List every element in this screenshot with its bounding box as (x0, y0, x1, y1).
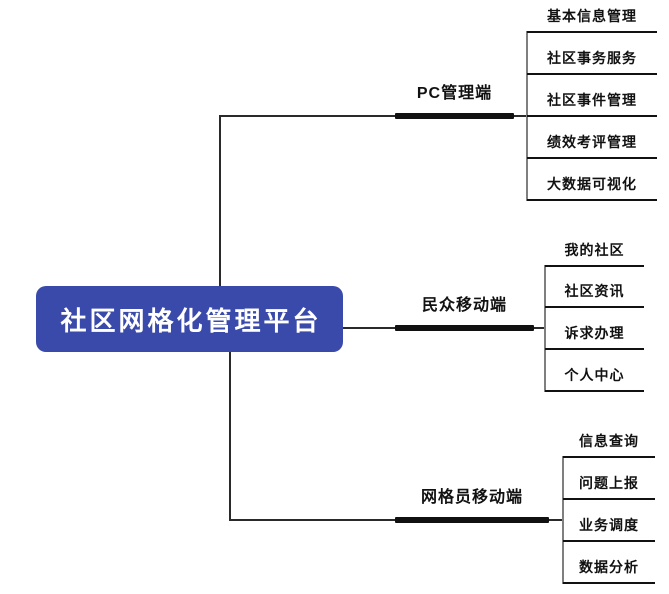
leaf-node-citizen-mobile-3[interactable]: 个人中心 (564, 367, 625, 383)
branch-node-pc-admin[interactable]: PC管理端 (416, 85, 493, 102)
leaf-underline-citizen-mobile-2 (545, 348, 644, 350)
leaf-node-citizen-mobile-0[interactable]: 我的社区 (564, 242, 625, 258)
leaf-underline-pc-admin-0 (527, 31, 657, 33)
leaf-node-grid-worker-mobile-2[interactable]: 业务调度 (579, 517, 639, 533)
leaf-underline-grid-worker-mobile-0 (563, 456, 655, 458)
leaf-underline-pc-admin-1 (527, 73, 657, 75)
leaf-underline-pc-admin-3 (527, 157, 657, 159)
leaf-node-grid-worker-mobile-0[interactable]: 信息查询 (579, 433, 639, 449)
leaf-underline-citizen-mobile-0 (545, 265, 644, 267)
leaf-rail-citizen-mobile (544, 265, 546, 392)
leaf-node-pc-admin-3[interactable]: 绩效考评管理 (547, 134, 637, 150)
branch-node-citizen-mobile[interactable]: 民众移动端 (421, 297, 507, 314)
leaf-node-pc-admin-1[interactable]: 社区事务服务 (547, 50, 637, 66)
branch-underline-citizen-mobile (395, 325, 534, 331)
leaf-node-pc-admin-0[interactable]: 基本信息管理 (547, 8, 637, 24)
leaf-underline-grid-worker-mobile-1 (563, 498, 655, 500)
leaf-node-grid-worker-mobile-1[interactable]: 问题上报 (579, 475, 639, 491)
branch-underline-pc-admin (395, 113, 514, 119)
root-topic-node[interactable]: 社区网格化管理平台 (36, 286, 343, 352)
leaf-node-pc-admin-4[interactable]: 大数据可视化 (547, 176, 637, 192)
leaf-rail-grid-worker-mobile (562, 456, 564, 584)
leaf-node-citizen-mobile-1[interactable]: 社区资讯 (564, 283, 625, 299)
leaf-underline-pc-admin-2 (527, 115, 657, 117)
branch-underline-grid-worker-mobile (395, 517, 549, 523)
leaf-underline-grid-worker-mobile-3 (563, 582, 655, 584)
leaf-node-citizen-mobile-2[interactable]: 诉求办理 (564, 325, 625, 341)
connector-line-pc-admin (219, 115, 527, 117)
connector-elbow-pc-admin (219, 115, 221, 286)
leaf-node-grid-worker-mobile-3[interactable]: 数据分析 (579, 559, 639, 575)
leaf-node-pc-admin-2[interactable]: 社区事件管理 (547, 92, 637, 108)
branch-node-grid-worker-mobile[interactable]: 网格员移动端 (420, 489, 523, 506)
leaf-underline-citizen-mobile-1 (545, 306, 644, 308)
leaf-underline-pc-admin-4 (527, 199, 657, 201)
leaf-underline-grid-worker-mobile-2 (563, 540, 655, 542)
connector-elbow-grid-worker-mobile (229, 352, 231, 521)
leaf-underline-citizen-mobile-3 (545, 390, 644, 392)
